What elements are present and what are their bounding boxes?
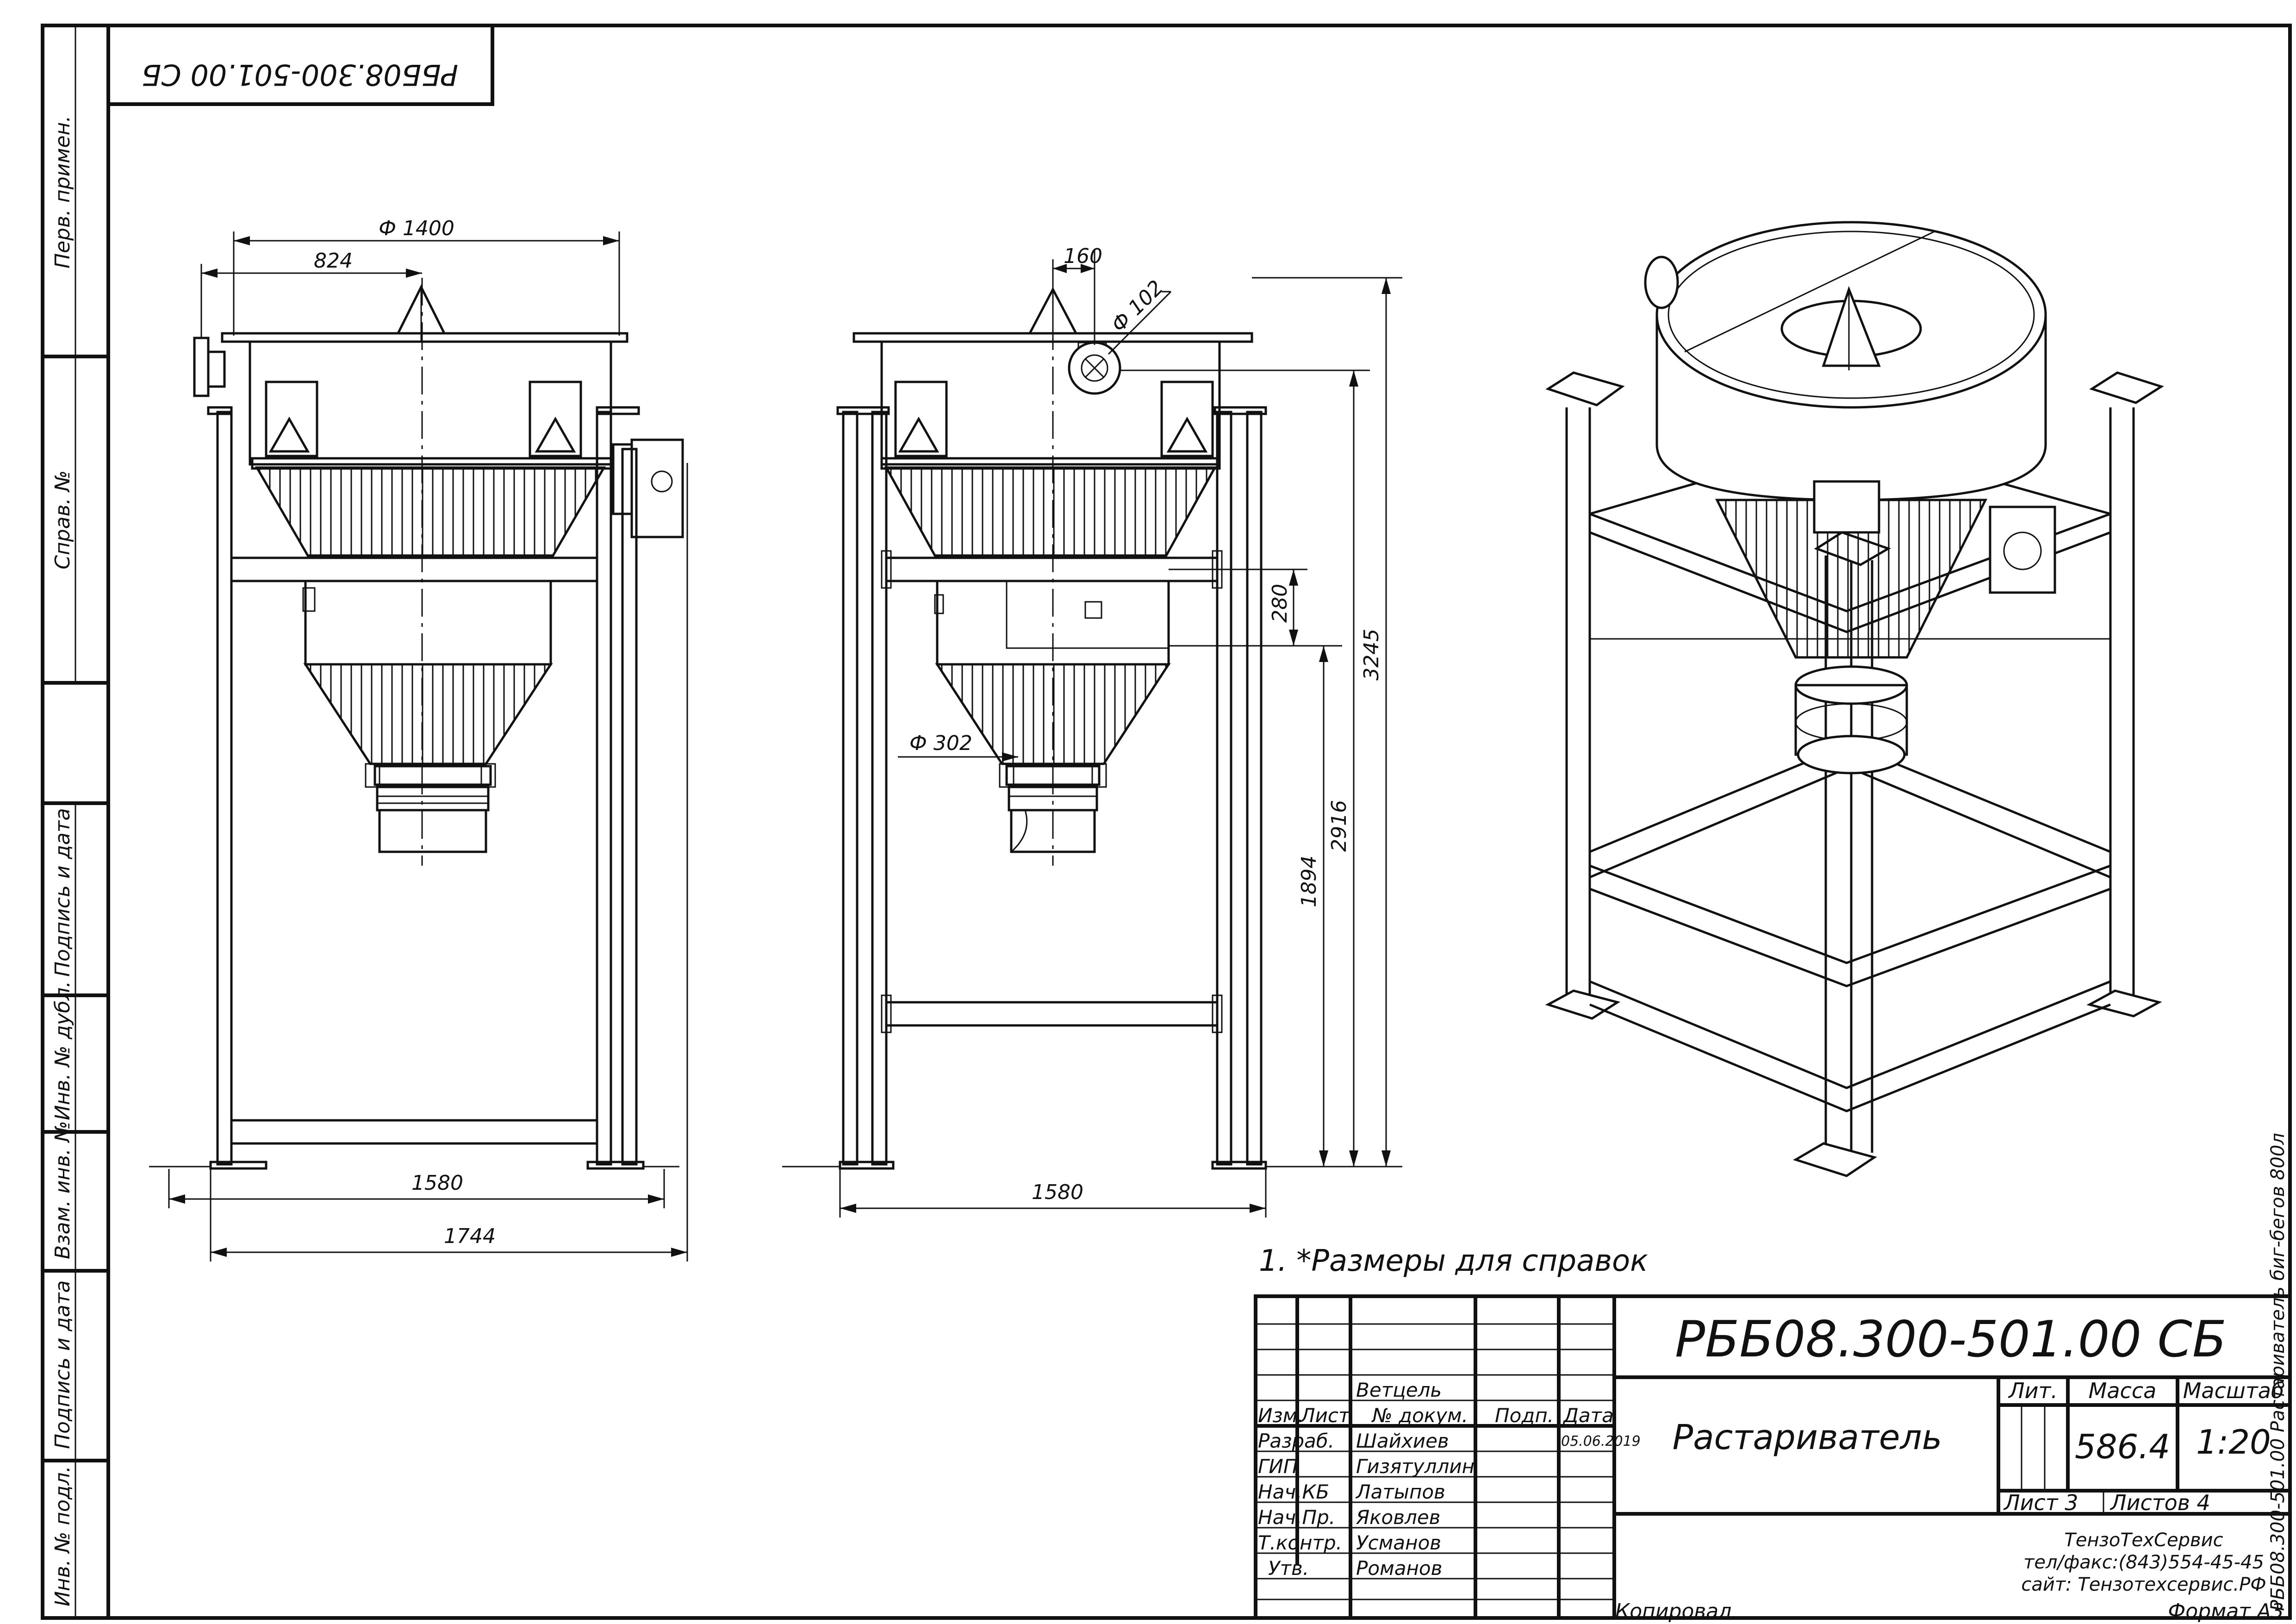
stamp-code-rotated: РББ08.300-501.00 СБ <box>142 58 458 92</box>
tb-list: Лист <box>1300 1404 1350 1427</box>
tb-mass-header: Масса <box>2089 1378 2157 1403</box>
margin-labels: Перв. примен. Справ. № Подпись и дата Ин… <box>51 58 458 1606</box>
label-podpis-data-2: Подпись и дата <box>51 1280 75 1449</box>
dim-280: 280 <box>1268 584 1292 623</box>
tb-designation: РББ08.300-501.00 СБ <box>1675 1311 2227 1368</box>
dim-1744: 1744 <box>444 1224 496 1248</box>
tb-role-t-kontr: Т.контр. <box>1258 1531 1342 1554</box>
tb-person-nach-kb: Латыпов <box>1355 1480 1445 1503</box>
front-view <box>193 278 684 1170</box>
front-dimensions: Ф 1400 824 1580 1744 <box>149 217 688 1262</box>
dim-2916: 2916 <box>1327 800 1351 852</box>
tb-format: Формат А3 <box>2168 1599 2284 1623</box>
dim-diam-1400: Ф 1400 <box>379 217 454 240</box>
title-block: РББ08.300-501.00 СБ Растариватель Лит. М… <box>1254 1133 2292 1623</box>
tb-role-utv: Утв. <box>1268 1557 1309 1580</box>
tb-sheet: Лист 3 <box>2003 1490 2078 1515</box>
tb-copied: Копировал <box>1615 1599 1731 1623</box>
tb-phone: тел/факс:(843)554-45-45 <box>2023 1552 2264 1573</box>
tb-role-gip: ГИП <box>1258 1455 1298 1478</box>
dim-diam-102: Ф 102 <box>1107 276 1168 337</box>
side-view <box>836 278 1267 1170</box>
tb-person-t-kontr: Усманов <box>1356 1531 1441 1554</box>
tb-data: Дата <box>1562 1404 1614 1427</box>
tb-scale: 1:20 <box>2196 1423 2271 1462</box>
tb-podp: Подп. <box>1495 1404 1554 1427</box>
dim-diam-302: Ф 302 <box>909 731 972 755</box>
tb-mass: 586.4 <box>2075 1427 2170 1466</box>
tb-person-utv: Романов <box>1356 1557 1442 1580</box>
note-reference-sizes: 1. *Размеры для справок <box>1259 1244 1648 1278</box>
isometric-view <box>1545 221 2164 1177</box>
tb-side-label: РББ08.300-501.00 Растариватель биг-бегов… <box>2267 1133 2289 1611</box>
tb-person-vetcel: Ветцель <box>1356 1379 1442 1401</box>
label-inv-dubl: Инв. № дубл. <box>51 981 75 1120</box>
label-sprav-no: Справ. № <box>51 470 75 569</box>
tb-name: Растариватель <box>1673 1418 1942 1457</box>
label-podpis-data-1: Подпись и дата <box>51 808 75 977</box>
tb-n-dokum: № докум. <box>1371 1404 1468 1427</box>
tb-person-razrab: Шайхиев <box>1356 1430 1449 1452</box>
tb-scale-header: Масштаб <box>2183 1378 2284 1403</box>
tb-role-nach-pr: Нач.Пр. <box>1258 1506 1335 1529</box>
dim-824: 824 <box>314 249 353 273</box>
tb-sheets: Листов 4 <box>2109 1490 2210 1515</box>
tb-role-razrab: Разраб. <box>1258 1430 1334 1452</box>
dim-1894: 1894 <box>1297 856 1321 907</box>
tb-date: 05.06.2019 <box>1561 1433 1641 1449</box>
tb-person-nach-pr: Яковлев <box>1356 1506 1440 1529</box>
tb-role-nach-kb: Нач.КБ <box>1258 1480 1329 1503</box>
tb-izm: Изм. <box>1258 1404 1304 1427</box>
tb-site: сайт: Тензотехсервис.РФ <box>2021 1574 2266 1595</box>
dim-3245: 3245 <box>1360 629 1383 681</box>
tb-company: ТензоТехСервис <box>2064 1530 2223 1551</box>
label-perv-primen: Перв. примен. <box>51 116 75 269</box>
sheet-frame <box>41 24 2292 1620</box>
dim-1580-a: 1580 <box>411 1171 463 1195</box>
dim-160: 160 <box>1064 244 1102 268</box>
label-vzam-inv: Взам. инв. № <box>51 1121 75 1259</box>
label-inv-podl: Инв. № подл. <box>51 1466 75 1606</box>
tb-person-gip: Гизятуллин <box>1356 1455 1475 1478</box>
dim-1580-b: 1580 <box>1032 1181 1083 1204</box>
tb-lit-header: Лит. <box>2008 1378 2058 1403</box>
